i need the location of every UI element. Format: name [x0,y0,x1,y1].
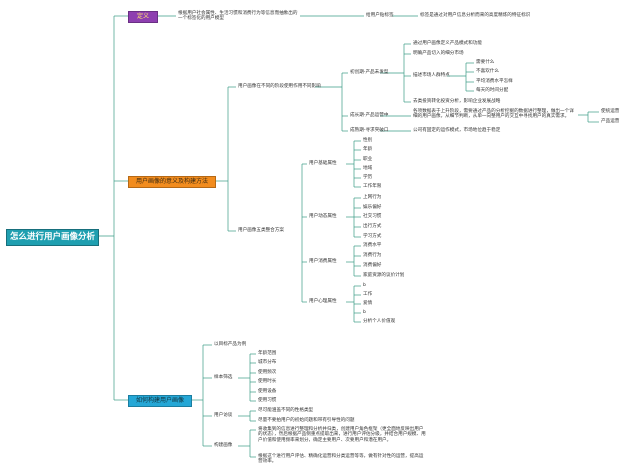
build-node[interactable]: 如何构建用户画像 [128,395,192,407]
behavior-label: 用户动态属性 [309,214,337,219]
stage1-core-label: 描述市场人群特点 [413,73,450,78]
behavior-item: 出行方式 [363,224,382,229]
sample-item: 城市分布 [258,360,277,365]
interview-item: 尽可能涵盖不同的性格类型 [258,408,314,413]
definition-label: 定义 [136,13,149,20]
stage2-branch: 产品运营 [601,119,620,124]
psych-item: b [363,283,366,288]
stage1-item: 明确产品切入的细分市场 [413,51,464,56]
basic-item: 性别 [363,138,373,143]
basic-item: 学历 [363,175,373,180]
psych-label: 用户心理属性 [309,299,337,304]
definition-note: 给用户贴标签 [366,13,394,18]
meaning-label: 用户画像的意义及构建方法 [135,178,208,185]
basic-item: 职业 [363,157,373,162]
basic-item: 年龄 [363,147,373,152]
psych-item: 爱情 [363,301,373,306]
sample-item: 使用频次 [258,370,277,375]
stage1-label: 初创期-产品未发型 [350,70,389,75]
consume-item: 消费偏好 [363,263,382,268]
core-item: 平均消费水平怎样 [476,79,513,84]
basic-item: 工作年限 [363,184,382,189]
definition-note-detail: 标签是通过对用户信息分析而来的高度精炼的特征标识 [420,13,531,18]
sample-item: 使用时长 [258,379,277,384]
stage1-item: 通过用户画像定义产品模式和功能 [413,41,482,46]
consume-label: 用户消费属性 [309,259,337,264]
structure-label: 用户画像五类整合方案 [238,228,284,233]
stage2-label: 成长期-产品运营中 [350,113,389,118]
core-item: 每天的时间分配 [476,88,509,93]
behavior-item: 娱乐偏好 [363,205,382,210]
basic-item: 地域 [363,166,373,171]
definition-node[interactable]: 定义 [128,11,158,23]
core-item: 不喜欢什么 [476,69,499,74]
build-scope: 以目标产品为例 [214,342,247,347]
interview-label: 用户访谈 [214,413,233,418]
consume-item: 消费行为 [363,253,382,258]
behavior-item: 学习方式 [363,234,382,239]
stage2-branch: 使统运营 [601,109,620,114]
stage2-text: 各项数据表于上升阶段，需要通过产品的分析挖掘的数据进行整理，做出一个详细的用户画… [413,109,574,120]
behavior-item: 上网行为 [363,195,382,200]
significance-label: 用户画像在不同的阶段使用作用不同影响 [238,84,321,89]
sample-item: 使用习惯 [258,398,277,403]
behavior-item: 社交习惯 [363,214,382,219]
stage1-investor: 去类投资转化投资分析，影响企业发展战略 [413,99,501,104]
sample-item: 使用设备 [258,389,277,394]
basic-label: 用户基础属性 [309,161,337,166]
model-label: 构建画像 [214,443,233,448]
model-text-2: 根据这个进行用户评估、精确化运营和分类运营等等，做有针对性的运营，提高运营效率。 [258,454,424,465]
psych-item: 分析个人价值观 [363,319,396,324]
sample-label: 样本筛选 [214,375,233,380]
psych-item: 工作 [363,292,373,297]
meaning-node[interactable]: 用户画像的意义及构建方法 [128,176,216,188]
stage3-text: 公司有固定的运作模式，市场地位趋于稳定 [413,128,501,133]
root-node[interactable]: 怎么进行用户画像分析 [6,229,99,246]
consume-item: 家庭资源的议价计划 [363,273,405,278]
model-text-1: 将收集到的信息进行整理和分析并归类，创建用户角色框架（更全面地反映出用户的状态）… [258,427,426,443]
consume-item: 消费水平 [363,243,382,248]
build-label: 如何构建用户画像 [135,397,184,404]
interview-item: 尽量不要拍用户的初始问题和带有引导性的问题 [258,418,355,423]
psych-item: b [363,310,366,315]
sample-item: 年龄范围 [258,351,277,356]
definition-text: 根据用户社会属性、生活习惯和消费行为等信息而抽象出的一个标签化的用户模型 [178,11,298,22]
stage3-label: 成熟期-寻求突破口 [350,128,389,133]
core-item: 需要什么 [476,60,495,65]
